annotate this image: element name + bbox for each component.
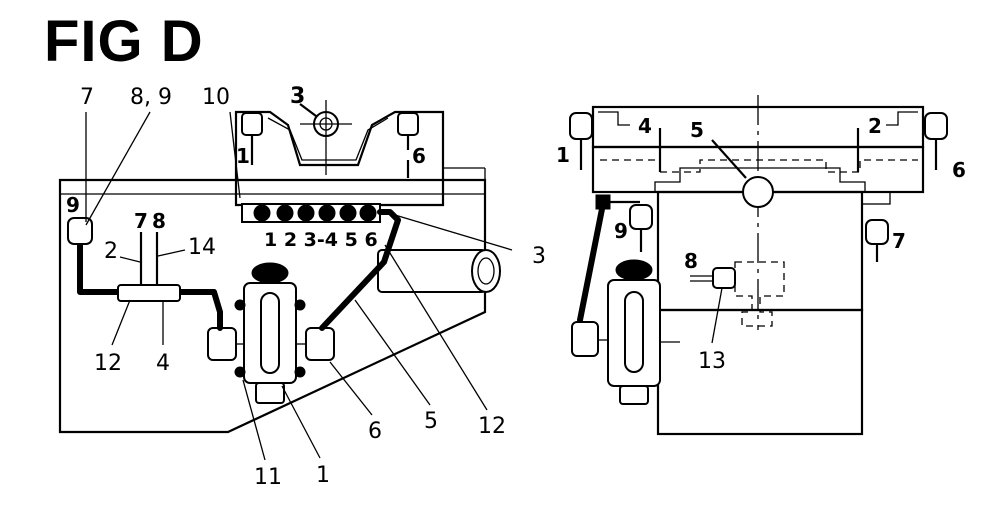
port-6	[359, 204, 377, 222]
oil-cup-7-right	[865, 219, 889, 245]
leader-1	[281, 385, 321, 459]
label-manifold-ports: 1 2 3-4 5 6	[264, 229, 378, 251]
pump-bolt-3	[234, 366, 246, 378]
oil-pump	[207, 262, 335, 404]
pump-right-fitting	[571, 321, 599, 357]
label-r6: 6	[952, 158, 966, 182]
pump-right-fitting	[305, 327, 335, 361]
fitting-13	[712, 267, 736, 289]
machine-base-outline	[58, 178, 487, 434]
pump-right-sight-glass	[624, 291, 644, 373]
leader-14	[157, 249, 186, 257]
port-5	[339, 204, 357, 222]
label-89: 8, 9	[130, 85, 172, 110]
leader-5	[354, 299, 431, 406]
top-fitting-lead	[299, 103, 317, 117]
junction-block	[117, 284, 181, 302]
left-labels: 7 8, 9 10 3 1 6 9 7 8 2 14 12 4 1 2 3-4 …	[66, 84, 546, 490]
label-r7: 7	[892, 229, 906, 253]
port-3	[297, 204, 315, 222]
port-1	[253, 204, 271, 222]
pump-sight-glass	[260, 292, 280, 374]
figure-title: FIG D	[44, 9, 204, 74]
label-r2: 2	[868, 114, 882, 138]
pump-base	[255, 382, 285, 404]
pump-bolt-4	[294, 366, 306, 378]
label-1: 1	[316, 463, 330, 488]
oil-cup-9-right	[629, 204, 653, 230]
leader-6	[329, 361, 373, 416]
manifold-ports	[253, 204, 377, 222]
oil-cup-6	[397, 112, 419, 136]
oil-line-pump-to-manifold	[319, 209, 401, 331]
label-3-top: 3	[290, 84, 305, 109]
right-view: 4 2 5 1 6 9 7 8 13	[556, 95, 966, 436]
label-r13: 13	[698, 349, 726, 374]
label-14: 14	[188, 235, 216, 260]
leader-13	[711, 287, 723, 344]
label-6: 6	[368, 419, 382, 444]
port-4	[318, 204, 336, 222]
corner-bracket-right	[886, 111, 918, 126]
label-5: 5	[424, 409, 438, 434]
oil-cup-1-right	[569, 112, 593, 140]
base-foot-right	[861, 191, 891, 205]
oil-pump-right	[571, 259, 680, 405]
port-2	[276, 204, 294, 222]
leader-89	[85, 111, 151, 226]
label-1-top: 1	[236, 144, 250, 168]
label-8b: 8	[152, 209, 166, 233]
label-r8: 8	[684, 249, 698, 273]
leader-10	[229, 111, 241, 199]
oil-cup-6-right	[924, 112, 948, 140]
base-lower	[656, 308, 864, 436]
leader-2	[119, 256, 141, 263]
oil-line-right	[577, 206, 605, 323]
roller-end-inner	[477, 257, 495, 285]
roller-end	[471, 249, 501, 293]
table-inner-profile	[654, 167, 866, 192]
label-2: 2	[104, 239, 118, 264]
label-12a: 12	[94, 351, 122, 376]
leader-12a	[111, 299, 131, 346]
label-6-top: 6	[412, 144, 426, 168]
leadscrew-circle	[742, 176, 774, 208]
label-11: 11	[254, 465, 282, 490]
pump-right-cap	[615, 259, 653, 281]
leader-12b	[384, 244, 488, 411]
oil-line-main	[77, 242, 121, 295]
right-labels: 4 2 5 1 6 9 7 8 13	[556, 114, 966, 374]
label-9: 9	[66, 193, 80, 217]
label-4: 4	[156, 351, 170, 376]
hidden-component	[734, 261, 785, 327]
roller-body	[377, 249, 487, 293]
label-r1: 1	[556, 143, 570, 167]
left-leader-lines	[85, 111, 513, 461]
label-r5: 5	[690, 118, 704, 142]
oil-cup-1	[241, 112, 263, 136]
label-10: 10	[202, 85, 230, 110]
label-r4: 4	[638, 114, 652, 138]
leader-11	[242, 379, 266, 461]
pump-bolt-2	[294, 299, 306, 311]
pump-right-base	[619, 385, 649, 405]
oil-line-junction-to-pump	[177, 289, 223, 331]
label-3-right: 3	[532, 244, 546, 269]
pump-cap	[251, 262, 289, 284]
leader-3r	[394, 214, 513, 251]
pump-left-fitting	[207, 327, 237, 361]
pump-bolt-1	[234, 299, 246, 311]
label-r9: 9	[614, 219, 628, 243]
saddle-inner	[267, 117, 389, 161]
left-view: 7 8, 9 10 3 1 6 9 7 8 2 14 12 4 1 2 3-4 …	[58, 84, 546, 490]
pipe-5	[711, 139, 747, 179]
table-hidden-line	[600, 159, 918, 173]
label-7b: 7	[134, 209, 148, 233]
label-7: 7	[80, 85, 94, 110]
label-12b: 12	[478, 414, 506, 439]
corner-bracket-left	[598, 111, 630, 126]
